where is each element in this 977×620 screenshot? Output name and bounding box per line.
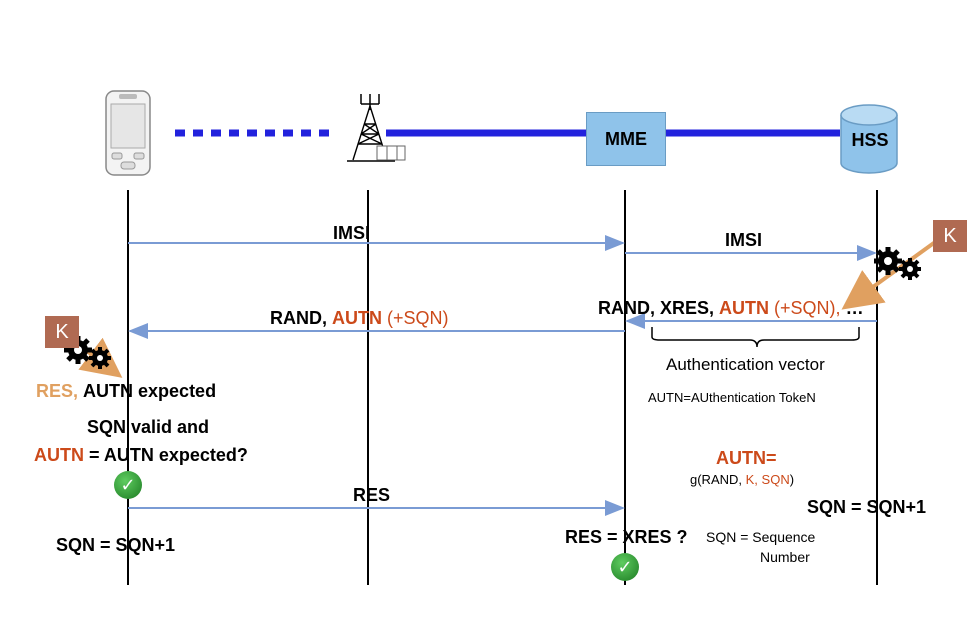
hss-autn-head: AUTN= xyxy=(716,448,777,468)
msg-rand-autn: RAND, AUTN (+SQN) xyxy=(270,308,449,329)
autn-label: AUTN xyxy=(332,308,383,328)
ue-autn-check: AUTN = AUTN expected? xyxy=(34,445,248,466)
database-icon xyxy=(840,104,898,174)
autn-func-rand: g(RAND, xyxy=(690,472,743,487)
hss-autn-func: g(RAND, K, SQN) xyxy=(690,472,794,487)
autn-func-close: ) xyxy=(789,472,795,487)
key-k-ue: K xyxy=(45,316,79,348)
mobile-phone-icon xyxy=(105,90,151,176)
ue-sqn-valid: SQN valid and xyxy=(87,417,210,437)
vector-sqn: (+SQN), xyxy=(774,298,841,318)
auth-vector-brace xyxy=(651,327,860,348)
sqn-def-line2: Number xyxy=(760,549,810,565)
gears-icon xyxy=(64,336,111,369)
mme-res-xres: RES = XRES ? xyxy=(565,527,688,547)
k-arrow-hss xyxy=(841,238,940,310)
msg-auth-vector: RAND, XRES, AUTN (+SQN), … xyxy=(598,298,864,319)
key-k-hss: K xyxy=(933,220,967,252)
vector-autn: AUTN xyxy=(719,298,770,318)
autn-definition: AUTN=AUthentication TokeN xyxy=(648,390,816,405)
gears-icon xyxy=(874,247,921,280)
mme-node: MME xyxy=(586,112,666,166)
hss-sqn-increment: SQN = SQN+1 xyxy=(807,497,927,517)
checkmark-icon: ✓ xyxy=(611,553,639,581)
cell-tower-icon xyxy=(347,94,406,162)
msg-imsi-mme: IMSI xyxy=(725,230,763,250)
ue-autn-eq-rest: = AUTN expected? xyxy=(89,445,248,465)
ue-autn-expected: AUTN expected xyxy=(83,381,217,401)
autn-func-k: K, SQN xyxy=(745,472,790,487)
msg-imsi-ue: IMSI xyxy=(333,223,371,243)
hss-label: HSS xyxy=(851,130,889,150)
checkmark-icon: ✓ xyxy=(114,471,142,499)
auth-vector-label: Authentication vector xyxy=(666,355,825,374)
ue-res: RES, xyxy=(36,381,79,401)
sqn-label: (+SQN) xyxy=(387,308,449,328)
rand-label: RAND, xyxy=(270,308,327,328)
vector-rand-xres: RAND, XRES, xyxy=(598,298,715,318)
ue-res-expected: RES, AUTN expected xyxy=(36,381,216,402)
ue-autn: AUTN xyxy=(34,445,84,465)
mme-label: MME xyxy=(605,128,647,149)
vector-more: … xyxy=(845,298,864,318)
sqn-def-line1: SQN = Sequence xyxy=(706,529,816,545)
ue-sqn-increment: SQN = SQN+1 xyxy=(56,535,176,555)
msg-res: RES xyxy=(353,485,391,505)
